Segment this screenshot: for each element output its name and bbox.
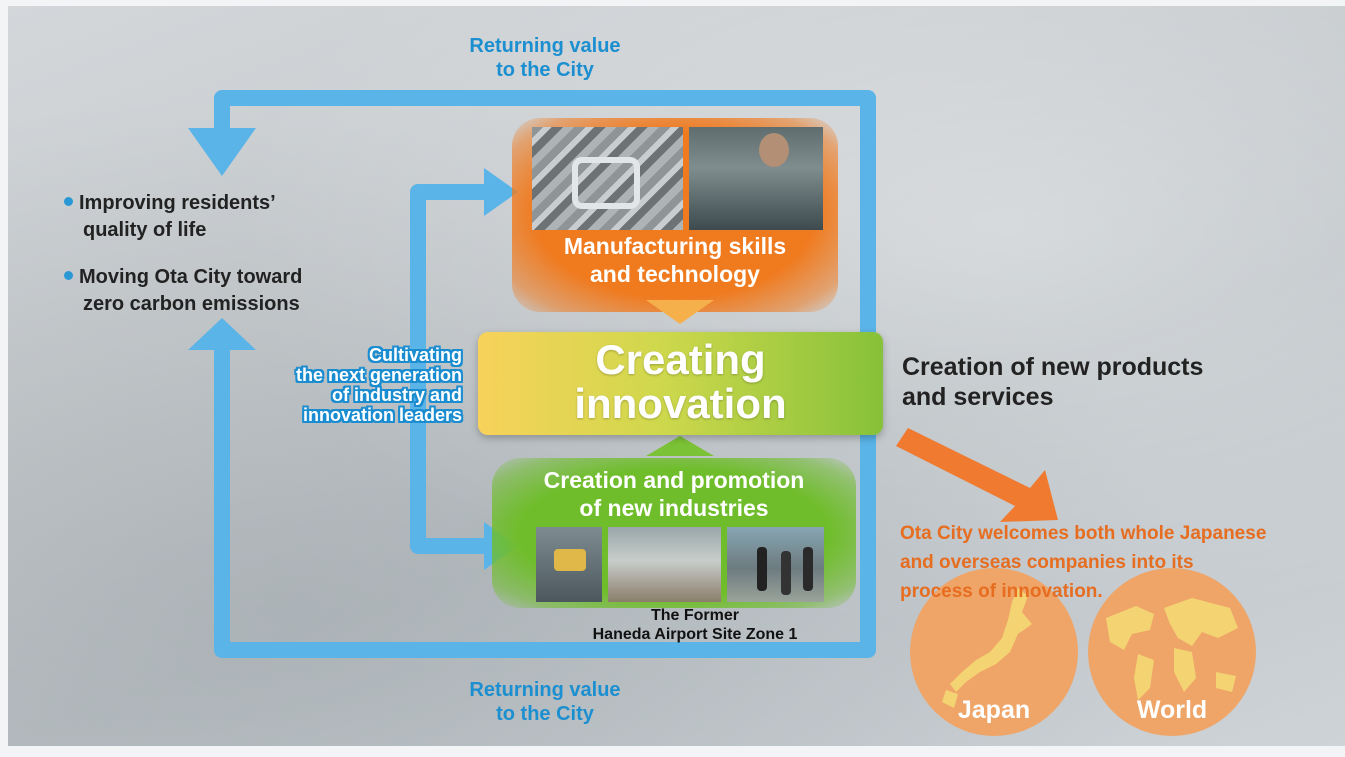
benefit-2-line2: zero carbon emissions	[83, 293, 300, 315]
benefit-item: Improving residents’ quality of life	[64, 190, 404, 244]
cultivating-line3: of industry and	[332, 385, 462, 405]
craftsman-photo	[689, 127, 823, 230]
loop-label-bottom-line2: to the City	[496, 703, 594, 725]
manufacturing-title-line2: and technology	[590, 261, 760, 287]
benefit-2-line1: Moving Ota City toward	[79, 266, 303, 288]
facility-hall-photo	[608, 527, 721, 602]
world-circle	[1088, 568, 1256, 736]
center-title: Creating innovation	[478, 338, 883, 426]
map-world-icon	[1106, 598, 1238, 700]
manufacturing-title: Manufacturing skills and technology	[512, 232, 838, 288]
manufacturing-title-line1: Manufacturing skills	[563, 233, 787, 259]
welcome-text-line1: Ota City welcomes both whole Japanese	[900, 523, 1267, 544]
center-title-line2: innovation	[574, 380, 787, 427]
creation-text-line2: and services	[902, 383, 1054, 411]
new-industries-title-line1: Creation and promotion	[543, 467, 805, 493]
cultivating-line2: the next generation	[295, 365, 462, 385]
zone-label: The Former Haneda Airport Site Zone 1	[560, 606, 830, 644]
world-label: World	[1136, 696, 1208, 724]
bullet-dot-icon	[64, 197, 73, 206]
arrow-up-to-center	[646, 436, 714, 456]
loop-label-bottom-line1: Returning value	[469, 679, 621, 701]
zone-label-line1: The Former	[650, 607, 739, 624]
loop-label-top: Returning value to the City	[430, 34, 660, 82]
arrow-head-up	[188, 318, 256, 350]
japan-label: Japan	[957, 696, 1031, 724]
welcome-text-line2: and overseas companies into its	[900, 552, 1194, 573]
creation-text-line1: Creation of new products	[902, 353, 1204, 381]
zone-label-line2: Haneda Airport Site Zone 1	[592, 626, 798, 643]
arrow-head-down	[188, 128, 256, 176]
benefit-item: Moving Ota City toward zero carbon emiss…	[64, 264, 404, 318]
new-industries-title: Creation and promotion of new industries	[492, 466, 856, 522]
new-industries-title-line2: of new industries	[579, 495, 769, 521]
center-box	[478, 332, 883, 435]
japan-circle	[910, 568, 1078, 736]
mobility-demo-photo	[727, 527, 824, 602]
cultivating-line1: Cultivating	[369, 345, 462, 365]
arrow-head-right-top	[484, 168, 518, 216]
benefit-1-line2: quality of life	[83, 219, 207, 241]
center-title-line1: Creating	[595, 336, 766, 383]
benefit-1-line1: Improving residents’	[79, 192, 276, 214]
bullet-dot-icon	[64, 271, 73, 280]
loop-label-top-line1: Returning value	[469, 35, 621, 57]
welcome-text: Ota City welcomes both whole Japanese an…	[900, 519, 1345, 606]
metal-parts-photo	[532, 127, 683, 230]
creation-text: Creation of new products and services	[902, 352, 1282, 412]
arrow-to-world	[896, 428, 1058, 522]
loop-label-top-line2: to the City	[496, 59, 594, 81]
cultivating-line4: innovation leaders	[302, 405, 462, 425]
welcome-text-line3: process of innovation.	[900, 581, 1103, 602]
map-japan-icon	[942, 588, 1032, 708]
cultivating-label: Cultivating the next generation of indus…	[232, 345, 462, 425]
arrow-down-to-center	[646, 300, 714, 324]
robot-dog-photo	[536, 527, 602, 602]
loop-label-bottom: Returning value to the City	[430, 678, 660, 726]
